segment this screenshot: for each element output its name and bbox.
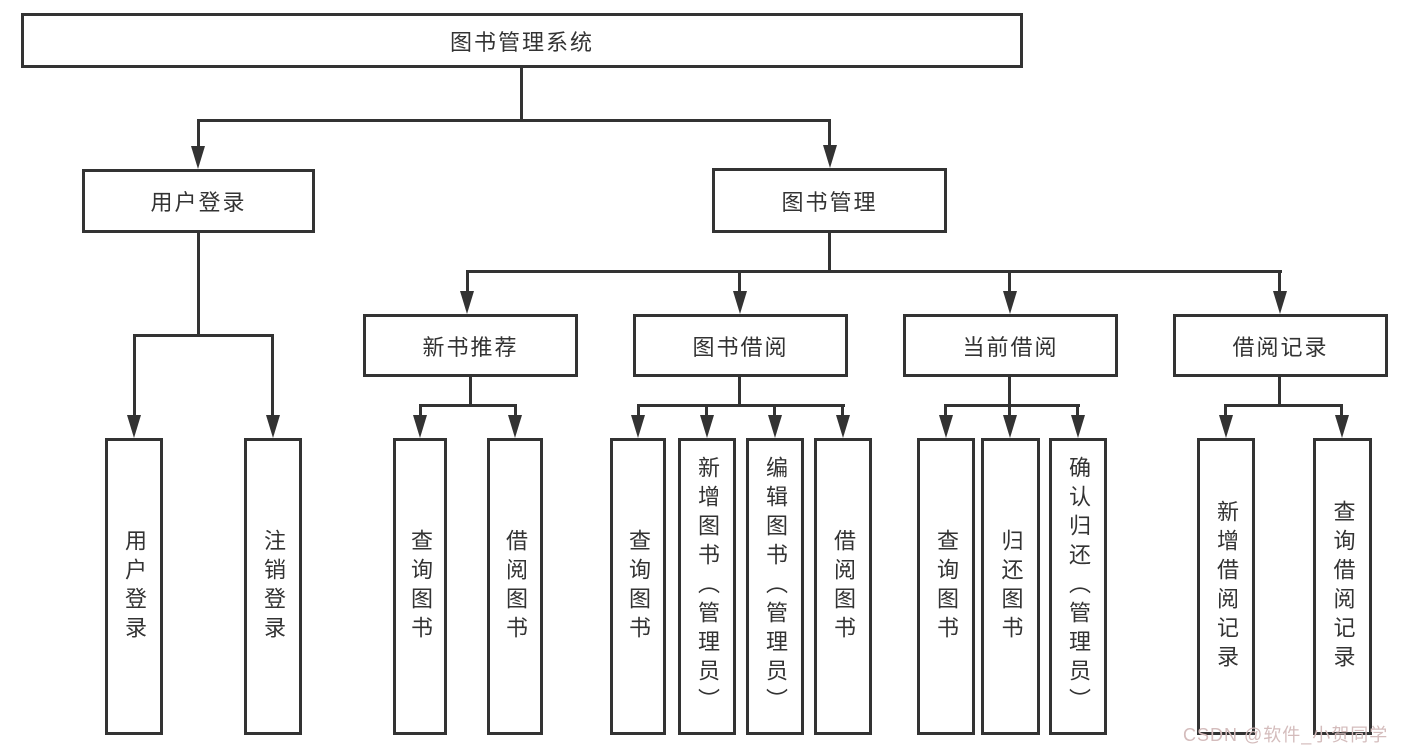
connector-current-borrow-stem [1008,377,1011,407]
leaf-current-return-book-label: 归还图书 [998,528,1024,645]
node-book-borrow-label: 图书借阅 [692,334,789,360]
connector-root-stem [520,68,523,122]
leaf-recommend-query-book-label: 查询图书 [408,528,433,645]
arrowhead-leaf-user-login [127,415,141,438]
node-book-management-label: 图书管理 [781,189,878,215]
arrowhead-leaf-bb-query [631,415,645,438]
node-new-book-recommend: 新书推荐 [363,314,578,377]
connector-to-leaf-rec-query [419,404,422,418]
connector-to-leaf-logout [271,334,274,418]
connector-to-book-borrow [738,270,741,293]
connector-to-leaf-br-add [1224,404,1227,418]
connector-to-current-borrow [1008,270,1011,293]
leaf-recommend-borrow-book: 借阅图书 [487,438,543,735]
connector-borrow-record-crossbar [1224,404,1343,407]
node-user-login: 用户登录 [82,169,315,233]
csdn-watermark: CSDN @软件_小贺同学 [1183,725,1389,745]
leaf-borrow-borrow-book-label: 借阅图书 [831,528,856,645]
leaf-user-login: 用户登录 [105,438,163,735]
node-current-borrow-label: 当前借阅 [962,334,1059,360]
arrowhead-borrow-record [1273,291,1287,314]
node-book-borrow: 图书借阅 [633,314,848,377]
connector-to-leaf-rec-borrow [514,404,517,418]
node-user-login-label: 用户登录 [150,190,247,215]
leaf-record-add-record: 新增借阅记录 [1197,438,1255,735]
arrowhead-user-login [191,146,205,169]
connector-current-borrow-crossbar [944,404,1080,407]
connector-new-book-rec-stem [469,377,472,407]
leaf-current-confirm-return-admin: 确认归还（管理员） [1049,438,1107,735]
arrowhead-leaf-rec-borrow [508,415,522,438]
arrowhead-book-mgmt [823,145,837,168]
leaf-borrow-edit-book-admin-label: 编辑图书（管理员） [763,456,788,717]
leaf-recommend-query-book: 查询图书 [393,438,447,735]
connector-new-book-rec-crossbar [419,404,517,407]
connector-user-login-stem [197,233,200,336]
arrowhead-new-book-rec [460,291,474,314]
connector-to-leaf-bb-edit [773,404,776,418]
node-book-management: 图书管理 [712,168,947,233]
leaf-logout: 注销登录 [244,438,302,735]
connector-user-login-crossbar [133,334,274,337]
connector-to-leaf-bb-query [637,404,640,418]
connector-to-leaf-br-query [1340,404,1343,418]
connector-to-borrow-record [1278,270,1281,293]
leaf-borrow-edit-book-admin: 编辑图书（管理员） [746,438,804,735]
arrowhead-current-borrow [1003,291,1017,314]
arrowhead-leaf-cb-query [939,415,953,438]
leaf-logout-label: 注销登录 [261,528,286,645]
connector-root-to-book-mgmt [828,119,831,152]
arrowhead-leaf-rec-query [413,415,427,438]
leaf-current-query-book-label: 查询图书 [934,528,959,645]
arrowhead-leaf-logout [266,415,280,438]
node-borrow-record-label: 借阅记录 [1232,334,1329,360]
connector-book-mgmt-stem [828,233,831,273]
arrowhead-leaf-br-query [1335,415,1349,438]
node-root: 图书管理系统 [21,13,1023,68]
leaf-current-confirm-return-admin-label: 确认归还（管理员） [1066,456,1091,717]
node-borrow-record: 借阅记录 [1173,314,1388,377]
node-current-borrow: 当前借阅 [903,314,1118,377]
connector-book-mgmt-crossbar [466,270,1282,273]
leaf-record-query-record: 查询借阅记录 [1313,438,1372,735]
leaf-current-query-book: 查询图书 [917,438,975,735]
leaf-borrow-query-book: 查询图书 [610,438,666,735]
connector-to-leaf-cb-query [944,404,947,418]
arrowhead-book-borrow [733,291,747,314]
connector-to-leaf-user-login [133,334,136,418]
arrowhead-leaf-bb-add [700,415,714,438]
leaf-borrow-query-book-label: 查询图书 [626,528,651,645]
connector-borrow-record-stem [1278,377,1281,407]
connector-to-new-book-rec [466,270,469,293]
leaf-borrow-borrow-book: 借阅图书 [814,438,872,735]
arrowhead-leaf-bb-edit [768,415,782,438]
node-new-book-recommend-label: 新书推荐 [422,334,519,360]
arrowhead-leaf-bb-borrow [836,415,850,438]
leaf-record-add-record-label: 新增借阅记录 [1214,499,1239,674]
leaf-recommend-borrow-book-label: 借阅图书 [503,528,528,645]
connector-book-borrow-stem [738,377,741,407]
leaf-borrow-add-book-admin-label: 新增图书（管理员） [695,456,720,717]
leaf-record-query-record-label: 查询借阅记录 [1330,499,1356,674]
connector-book-borrow-crossbar [637,404,845,407]
arrowhead-leaf-br-add [1219,415,1233,438]
leaf-user-login-label: 用户登录 [122,528,147,645]
connector-to-leaf-bb-borrow [841,404,844,418]
leaf-current-return-book: 归还图书 [981,438,1040,735]
connector-to-leaf-bb-add [705,404,708,418]
connector-root-crossbar [197,119,831,122]
arrowhead-leaf-cb-return [1003,415,1017,438]
connector-root-to-user-login [197,119,200,152]
leaf-borrow-add-book-admin: 新增图书（管理员） [678,438,736,735]
node-root-label: 图书管理系统 [449,29,594,55]
connector-to-leaf-cb-confirm [1076,404,1079,418]
connector-to-leaf-cb-return [1008,404,1011,418]
arrowhead-leaf-cb-confirm [1071,415,1085,438]
